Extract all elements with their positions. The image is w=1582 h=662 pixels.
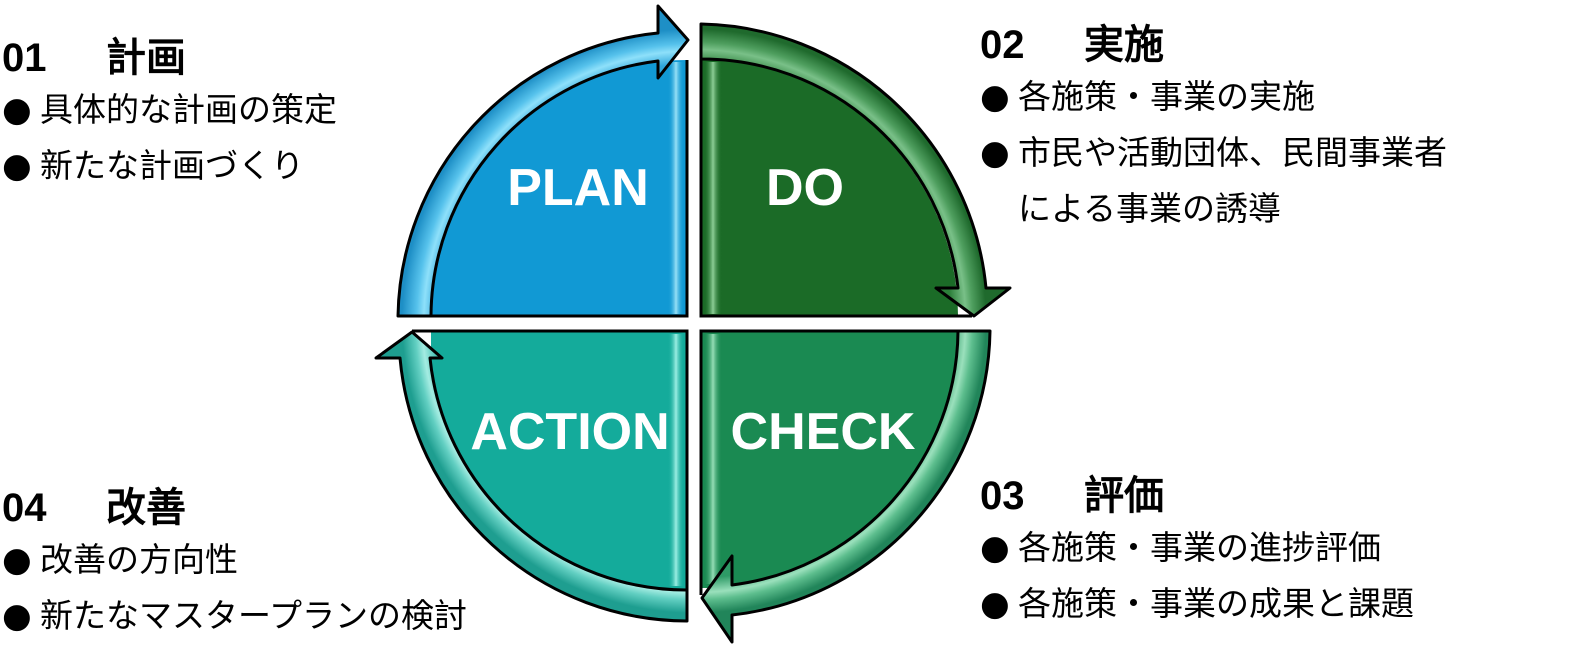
do-number: 02 xyxy=(980,23,1025,67)
do-item-text: による事業の誘導 xyxy=(1018,189,1282,228)
check-item: ●各施策・事業の進捗評価 xyxy=(980,520,1414,576)
do-heading-text: 実施 xyxy=(1084,22,1164,68)
check-quadrant xyxy=(699,329,992,644)
action-description: 04 改善 ●改善の方向性 ●新たなマスタープランの検討 xyxy=(2,484,467,644)
plan-heading-text: 計画 xyxy=(106,35,186,81)
plan-description: 01 計画 ●具体的な計画の策定 ●新たな計画づくり xyxy=(2,34,337,194)
action-item: ●改善の方向性 xyxy=(2,532,467,588)
plan-label: PLAN xyxy=(507,159,649,217)
do-item-continuation: による事業の誘導 xyxy=(980,181,1447,236)
bullet-icon: ● xyxy=(980,77,1010,117)
bullet-icon: ● xyxy=(980,584,1010,624)
action-label: ACTION xyxy=(470,403,669,461)
plan-number: 01 xyxy=(2,36,47,80)
check-arrow xyxy=(700,329,992,644)
action-heading: 04 改善 xyxy=(2,484,467,532)
action-number: 04 xyxy=(2,486,47,530)
action-item: ●新たなマスタープランの検討 xyxy=(2,588,467,644)
do-item-text: 市民や活動団体、民間事業者 xyxy=(1018,133,1447,172)
action-heading-text: 改善 xyxy=(106,485,186,531)
plan-arrow xyxy=(396,4,690,318)
action-item-text: 新たなマスタープランの検討 xyxy=(40,596,468,635)
bullet-icon: ● xyxy=(980,528,1010,568)
bullet-icon: ● xyxy=(2,596,32,636)
bullet-icon: ● xyxy=(2,90,32,130)
plan-heading: 01 計画 xyxy=(2,34,337,82)
plan-item-text: 具体的な計画の策定 xyxy=(40,90,337,129)
check-heading: 03 評価 xyxy=(980,472,1414,520)
do-item: ●市民や活動団体、民間事業者 xyxy=(980,125,1447,181)
check-description: 03 評価 ●各施策・事業の進捗評価 ●各施策・事業の成果と課題 xyxy=(980,472,1414,632)
do-label: DO xyxy=(766,159,844,217)
bullet-icon: ● xyxy=(2,146,32,186)
check-label: CHECK xyxy=(731,403,916,461)
do-arrow xyxy=(699,22,1012,318)
do-item-text: 各施策・事業の実施 xyxy=(1018,77,1315,116)
check-item: ●各施策・事業の成果と課題 xyxy=(980,576,1414,632)
action-quadrant xyxy=(374,329,689,623)
do-heading: 02 実施 xyxy=(980,21,1447,69)
action-item-text: 改善の方向性 xyxy=(40,540,238,579)
do-quadrant xyxy=(699,22,1012,318)
plan-item: ●新たな計画づくり xyxy=(2,138,337,194)
check-number: 03 xyxy=(980,474,1025,518)
do-item: ●各施策・事業の実施 xyxy=(980,69,1447,125)
action-arrow xyxy=(374,330,689,623)
bullet-icon: ● xyxy=(2,540,32,580)
check-item-text: 各施策・事業の進捗評価 xyxy=(1018,528,1381,567)
check-item-text: 各施策・事業の成果と課題 xyxy=(1018,584,1414,623)
plan-item: ●具体的な計画の策定 xyxy=(2,82,337,138)
do-description: 02 実施 ●各施策・事業の実施 ●市民や活動団体、民間事業者 による事業の誘導 xyxy=(980,21,1447,236)
bullet-icon: ● xyxy=(980,133,1010,173)
plan-quadrant xyxy=(396,4,690,318)
check-heading-text: 評価 xyxy=(1084,473,1164,519)
plan-item-text: 新たな計画づくり xyxy=(40,146,304,185)
